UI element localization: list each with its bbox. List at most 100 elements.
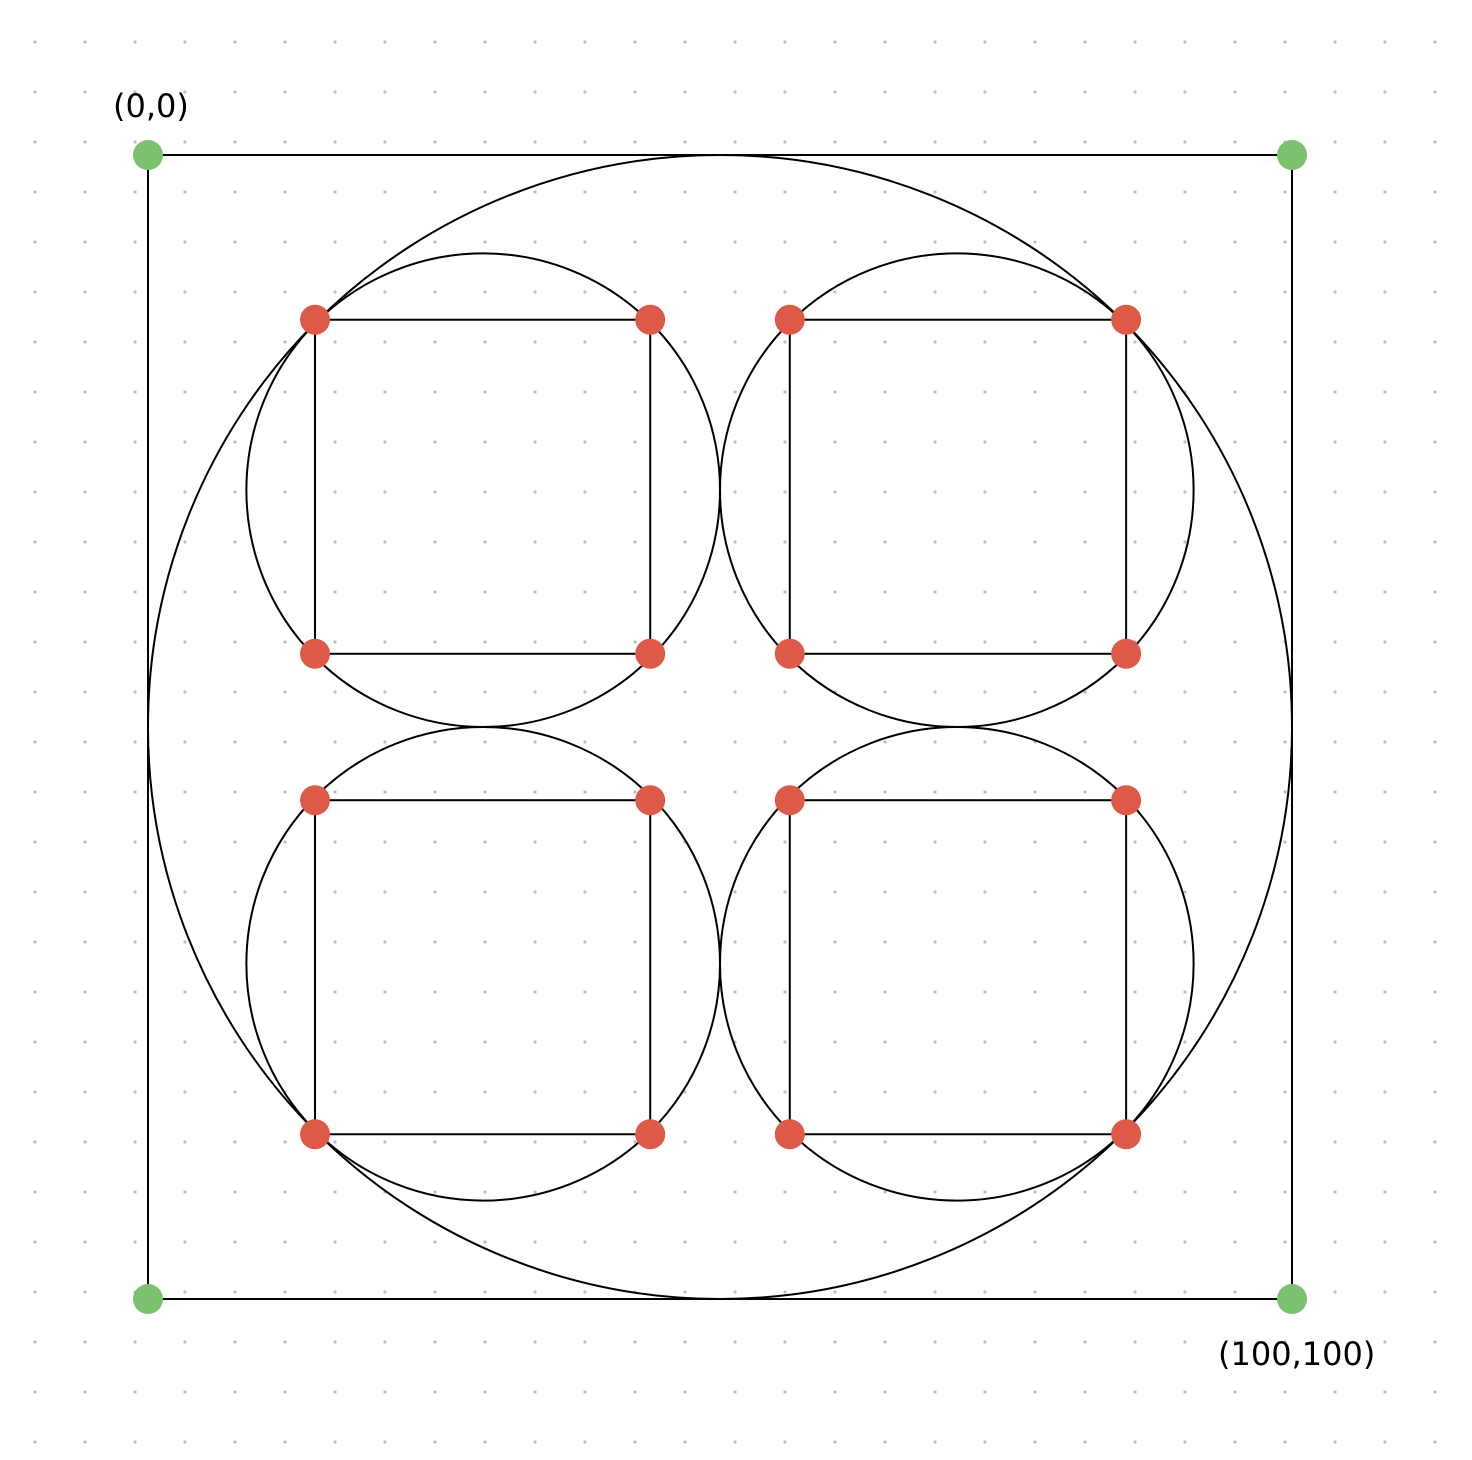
grid-dot <box>1433 690 1437 694</box>
grid-dot <box>583 190 587 194</box>
grid-dot <box>1133 1240 1137 1244</box>
grid-dot <box>283 1040 287 1044</box>
grid-dot <box>1133 840 1137 844</box>
grid-dot <box>1033 540 1037 544</box>
grid-dot <box>1433 140 1437 144</box>
grid-dot <box>1233 990 1237 994</box>
grid-dot <box>183 490 187 494</box>
grid-dot <box>783 1240 787 1244</box>
grid-dot <box>1283 690 1287 694</box>
grid-dot <box>1433 440 1437 444</box>
grid-dot <box>133 790 137 794</box>
grid-dot <box>1383 790 1387 794</box>
outer-circle <box>147 154 1293 1300</box>
grid-dot <box>583 390 587 394</box>
grid-dot <box>1183 840 1187 844</box>
grid-dot <box>733 40 737 44</box>
grid-dot <box>883 1290 887 1294</box>
grid-dot <box>1033 1140 1037 1144</box>
grid-dot <box>1383 140 1387 144</box>
grid-dot <box>983 1140 987 1144</box>
grid-dot <box>983 1290 987 1294</box>
grid-dot <box>333 290 337 294</box>
grid-dot <box>833 1090 837 1094</box>
grid-dot <box>483 340 487 344</box>
grid-dot <box>1083 890 1087 894</box>
grid-dot <box>183 1340 187 1344</box>
grid-dot <box>333 190 337 194</box>
grid-dot <box>433 740 437 744</box>
inner-point-4-3 <box>774 1119 805 1150</box>
grid-dot <box>733 590 737 594</box>
grid-dot <box>183 840 187 844</box>
grid-dot <box>533 1140 537 1144</box>
grid-dot <box>533 540 537 544</box>
grid-dot <box>933 740 937 744</box>
grid-dot <box>583 990 587 994</box>
grid-dot <box>933 40 937 44</box>
grid-dot <box>533 1040 537 1044</box>
grid-dot <box>483 740 487 744</box>
grid-dot <box>1283 240 1287 244</box>
grid-dot <box>133 840 137 844</box>
grid-dot <box>183 240 187 244</box>
grid-dot <box>1033 1340 1037 1344</box>
grid-dot <box>583 240 587 244</box>
grid-dot <box>383 540 387 544</box>
grid-dot <box>83 90 87 94</box>
grid-dot <box>433 590 437 594</box>
grid-dot <box>33 490 37 494</box>
grid-dot <box>233 1290 237 1294</box>
grid-dot <box>183 1440 187 1444</box>
grid-dot <box>383 40 387 44</box>
grid-dot <box>1033 440 1037 444</box>
grid-dot <box>1233 740 1237 744</box>
grid-dot <box>383 840 387 844</box>
grid-dot <box>683 1340 687 1344</box>
inner-point-1-3 <box>300 638 331 669</box>
grid-dot <box>833 190 837 194</box>
grid-dot <box>1383 390 1387 394</box>
grid-dot <box>433 1290 437 1294</box>
grid-dot <box>383 90 387 94</box>
grid-dot <box>1283 490 1287 494</box>
grid-dot <box>283 1290 287 1294</box>
grid-dot <box>1333 690 1337 694</box>
grid-dot <box>1033 190 1037 194</box>
inner-point-4-4 <box>1111 1119 1142 1150</box>
grid-dot <box>133 340 137 344</box>
inner-point-3-3 <box>300 1119 331 1150</box>
grid-dot <box>283 490 287 494</box>
grid-dot <box>533 640 537 644</box>
grid-dot <box>1033 390 1037 394</box>
grid-dot <box>33 240 37 244</box>
grid-dot <box>1433 390 1437 394</box>
grid-dot <box>283 840 287 844</box>
grid-dot <box>1083 1390 1087 1394</box>
grid-dot <box>1233 790 1237 794</box>
grid-dot <box>233 1390 237 1394</box>
grid-dot <box>633 490 637 494</box>
grid-dot <box>1433 740 1437 744</box>
grid-dot <box>383 1090 387 1094</box>
grid-dot <box>883 990 887 994</box>
grid-dot <box>1433 790 1437 794</box>
grid-dot <box>1033 240 1037 244</box>
grid-dot <box>633 990 637 994</box>
grid-dot <box>683 140 687 144</box>
grid-dot <box>1083 190 1087 194</box>
grid-dot <box>333 690 337 694</box>
grid-dot <box>33 1240 37 1244</box>
grid-dot <box>883 140 887 144</box>
grid-dot <box>233 1090 237 1094</box>
grid-dot <box>1233 440 1237 444</box>
grid-dot <box>833 890 837 894</box>
grid-dot <box>583 1440 587 1444</box>
grid-dot <box>133 40 137 44</box>
grid-dot <box>1183 90 1187 94</box>
grid-dot <box>1333 340 1337 344</box>
grid-dot <box>533 690 537 694</box>
grid-dot <box>1133 1190 1137 1194</box>
grid-dot <box>1183 240 1187 244</box>
grid-dot <box>33 1340 37 1344</box>
